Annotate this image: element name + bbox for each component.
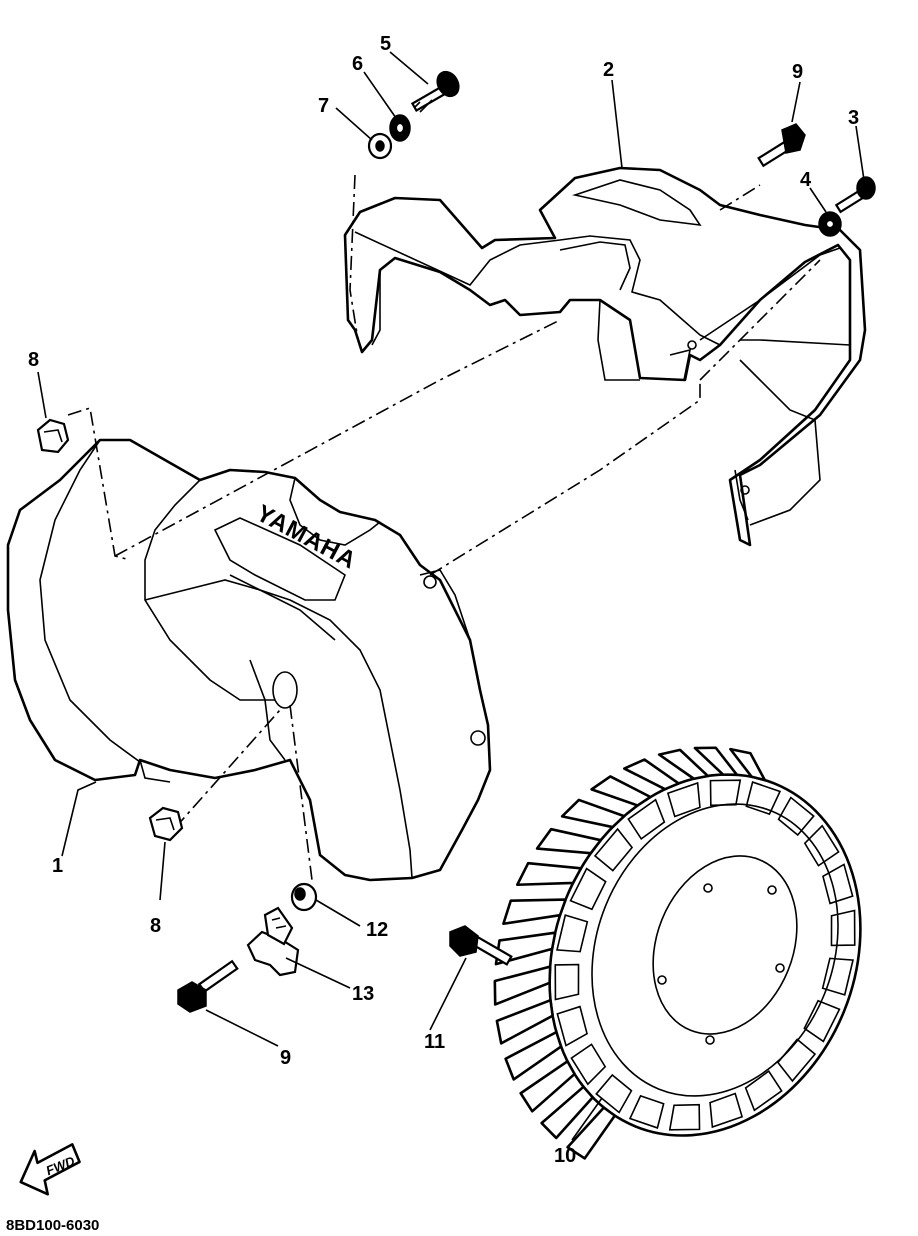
callout-13: 13: [352, 983, 374, 1005]
fan-slot: [554, 963, 580, 1001]
fan-fin: [622, 758, 680, 791]
callout-6: 6: [352, 53, 363, 75]
fan-slot: [709, 779, 742, 807]
bolt-part-9-bottom: [177, 959, 239, 1013]
callout-8-bottom: 8: [150, 915, 161, 937]
fan-slot: [776, 1038, 817, 1083]
fan-slot: [556, 1005, 588, 1047]
upper-shroud-part-2: [343, 166, 867, 547]
callout-12: 12: [366, 919, 388, 941]
fan-slot: [830, 909, 856, 947]
callout-4: 4: [800, 169, 812, 191]
fan-slot: [593, 827, 634, 872]
fan-fin: [590, 775, 652, 807]
fan-slot: [821, 957, 854, 996]
fan-fin: [657, 748, 710, 781]
fan-slot: [803, 824, 840, 867]
fan-vent-slots: [554, 779, 856, 1131]
fan-fin: [504, 1030, 563, 1081]
fan-slot: [803, 999, 841, 1043]
forward-direction-arrow: FWD: [19, 1143, 81, 1196]
fan-slot: [668, 1103, 701, 1131]
fan-fin: [566, 1106, 617, 1160]
fan-fin: [519, 1060, 576, 1113]
clip-part-13: [246, 906, 300, 977]
callout-11: 11: [424, 1031, 445, 1053]
callout-1: 1: [52, 855, 63, 877]
flywheel-fan-part-10: [493, 746, 862, 1160]
callout-9-bottom: 9: [280, 1047, 291, 1069]
hardware: [36, 70, 876, 1013]
fan-slot: [570, 1043, 607, 1086]
bolt-part-9-top: [757, 123, 806, 168]
main-shroud-part-1: YAMAHA: [6, 438, 492, 882]
fan-slot: [628, 1094, 665, 1129]
nut-part-8-bottom: [148, 806, 184, 842]
bolt-part-11: [449, 925, 513, 966]
fan-slot: [595, 1073, 633, 1114]
screw-part-5: [410, 70, 460, 113]
fan-slot: [666, 781, 701, 818]
fan-fin: [515, 861, 583, 887]
leader-lines: [37, 51, 865, 1141]
fan-fin: [493, 965, 552, 1006]
fan-fin: [693, 746, 739, 777]
fan-fin: [540, 1085, 594, 1140]
callout-3: 3: [848, 107, 859, 129]
fan-slot: [745, 781, 782, 816]
assembly-dash-lines: [67, 174, 821, 881]
fan-slot: [744, 1069, 783, 1112]
callout-9-top: 9: [792, 61, 803, 83]
callout-10: 10: [554, 1145, 576, 1167]
fan-fin: [502, 898, 567, 926]
fan-fin: [495, 998, 554, 1045]
callout-5: 5: [380, 33, 391, 55]
callout-labels: 1 2 3 4 5 6 7 8 8 9 9 10 11 12 13: [28, 33, 859, 1167]
fan-slot: [569, 867, 607, 911]
fan-slot: [556, 914, 589, 953]
fan-fin: [729, 747, 767, 782]
drawing-code: 8BD100-6030: [6, 1217, 99, 1234]
fan-slot: [627, 798, 666, 840]
fan-slot: [822, 863, 854, 905]
fan-slot: [777, 796, 815, 837]
fan-fin: [560, 798, 626, 829]
callout-7: 7: [318, 95, 329, 117]
nut-part-8-top: [36, 418, 70, 454]
bolt-part-3: [834, 176, 876, 214]
callout-8-top: 8: [28, 349, 39, 371]
callout-2: 2: [603, 59, 614, 81]
fan-fin: [535, 827, 603, 855]
fan-slot: [709, 1092, 744, 1129]
fan-fins: [493, 746, 767, 1160]
